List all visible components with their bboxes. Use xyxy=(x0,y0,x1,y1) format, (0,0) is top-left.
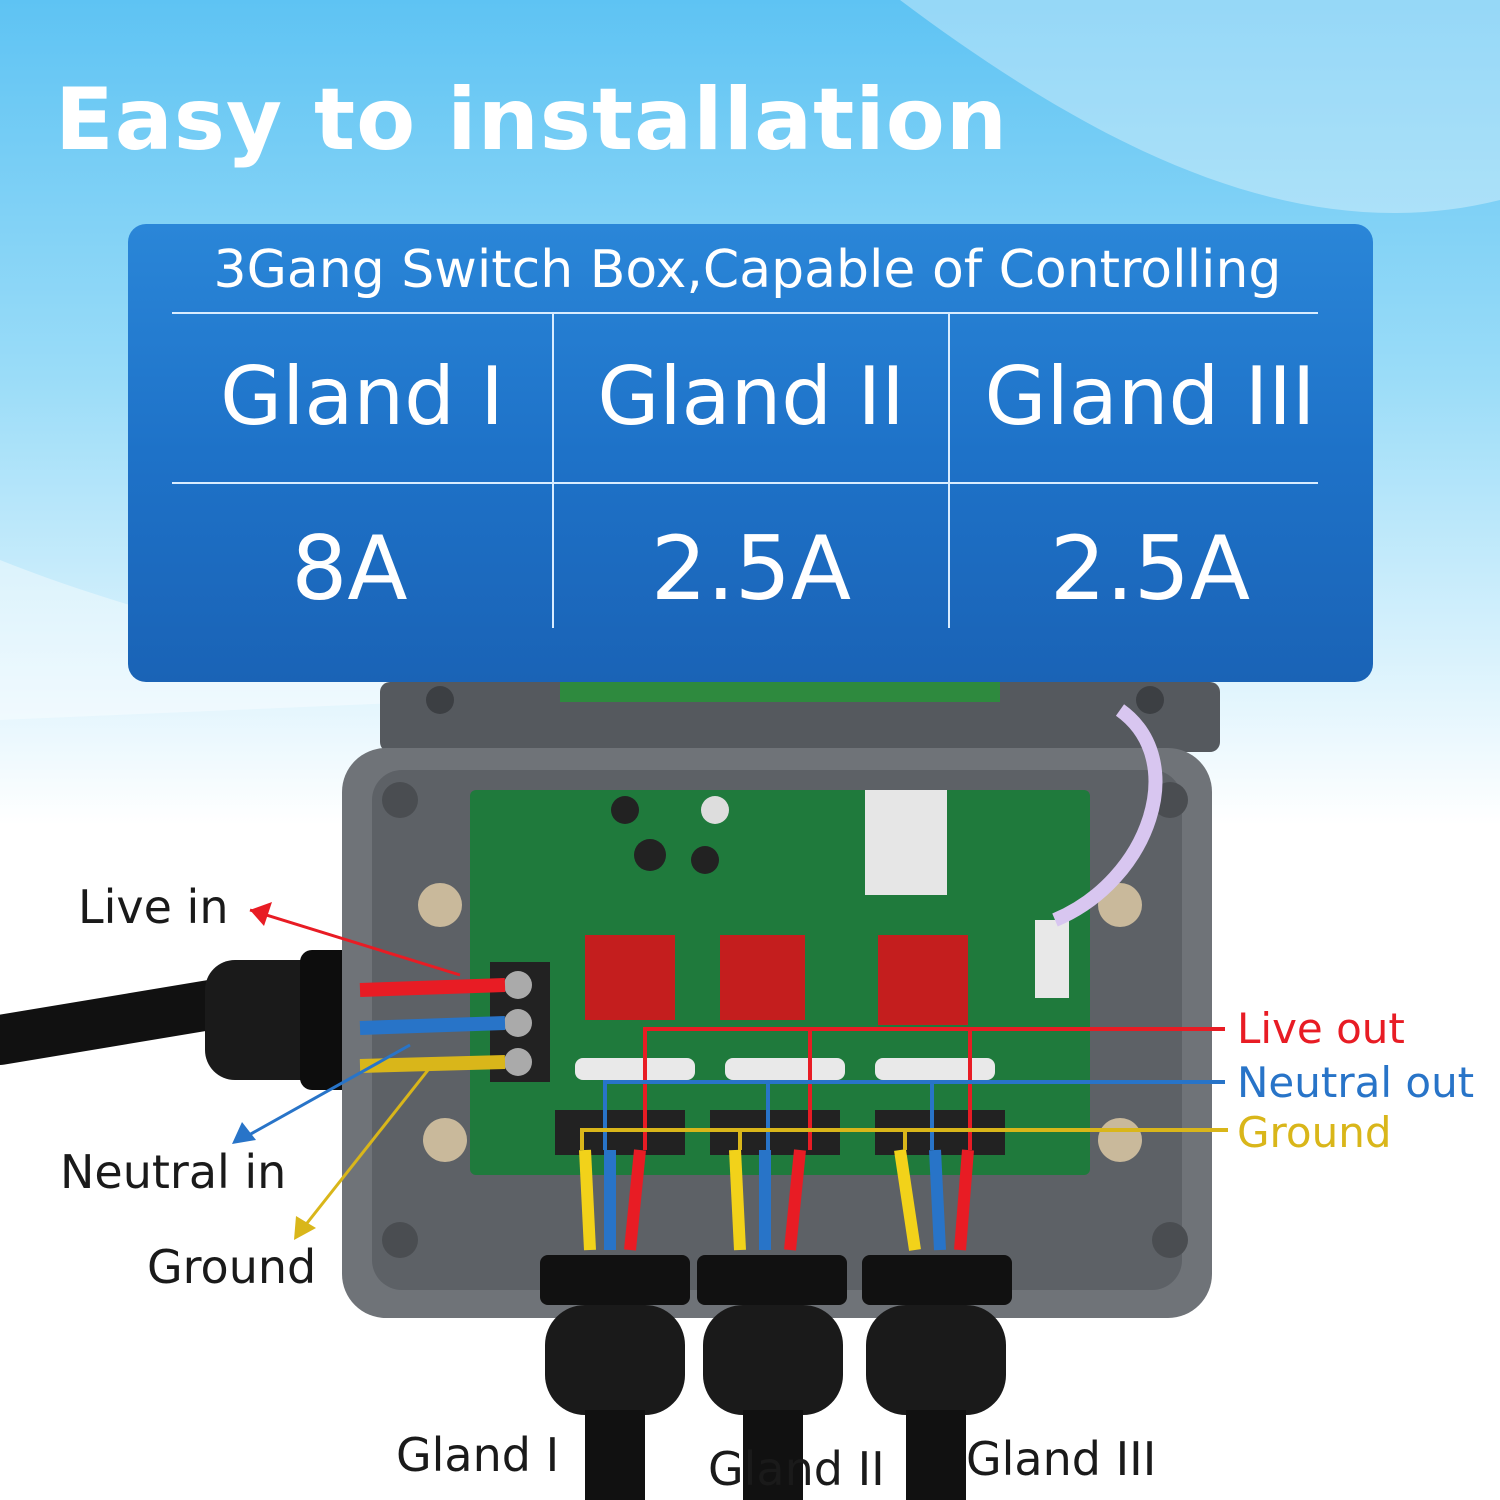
spec-gland-1-current: 8A xyxy=(291,517,408,620)
live-in-arrow xyxy=(249,908,461,977)
label-ground-out: Ground xyxy=(1237,1108,1392,1157)
spec-rule-middle xyxy=(172,482,1318,484)
label-live-out: Live out xyxy=(1237,1004,1405,1053)
label-gland-2: Gland II xyxy=(708,1442,885,1496)
wire-live-in xyxy=(359,978,506,997)
spec-rule-col2 xyxy=(948,314,950,628)
spec-rule-col1 xyxy=(552,314,554,628)
lid-pcb-edge xyxy=(560,682,1000,702)
label-gland-1: Gland I xyxy=(396,1428,560,1482)
relay-3 xyxy=(878,935,968,1025)
relay-1 xyxy=(585,935,675,1020)
ribbon-connector xyxy=(1035,920,1069,998)
label-ground-in: Ground xyxy=(147,1240,317,1294)
label-neutral-in: Neutral in xyxy=(60,1145,287,1199)
wire-neutral-in xyxy=(359,1016,506,1035)
spec-gland-2-current: 2.5A xyxy=(650,517,852,620)
label-neutral-out: Neutral out xyxy=(1237,1058,1475,1107)
neutral-in-arrow xyxy=(239,1043,411,1142)
output-glands xyxy=(540,1255,1012,1500)
wire-ground-in xyxy=(359,1055,506,1073)
spec-caption: 3Gang Switch Box,Capable of Controlling xyxy=(213,240,1282,300)
spec-rule-top xyxy=(172,312,1318,314)
relay-2 xyxy=(720,935,805,1020)
spec-panel xyxy=(128,224,1373,682)
spec-gland-3-current: 2.5A xyxy=(1049,517,1251,620)
input-cable xyxy=(0,975,265,1065)
spec-gland-2-name: Gland II xyxy=(597,350,905,443)
wifi-module xyxy=(865,790,947,895)
spec-gland-3-name: Gland III xyxy=(984,350,1316,443)
ground-in-arrow xyxy=(298,1064,434,1233)
output-wires xyxy=(579,1149,974,1251)
ribbon-cable xyxy=(1052,704,1163,927)
label-gland-3: Gland III xyxy=(966,1432,1157,1486)
label-live-in: Live in xyxy=(78,880,229,934)
page-title: Easy to installation xyxy=(55,70,1009,170)
spec-gland-1-name: Gland I xyxy=(220,350,504,443)
ground-out-lines xyxy=(580,1128,1228,1150)
neutral-out-lines xyxy=(603,1080,1225,1150)
